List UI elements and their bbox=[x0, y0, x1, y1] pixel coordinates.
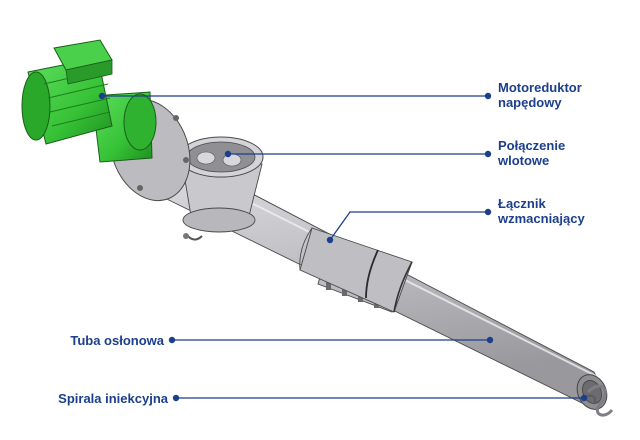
leader-connector bbox=[326, 208, 492, 244]
leader-inlet bbox=[224, 150, 492, 158]
leader-tube bbox=[168, 336, 494, 344]
drive-gear-motor bbox=[21, 39, 191, 202]
label-inlet-line1: Połączenie bbox=[498, 138, 565, 153]
label-motor-line1: Motoreduktor bbox=[498, 80, 582, 95]
leader-spiral bbox=[172, 394, 588, 402]
label-spiral: Spirala iniekcyjna bbox=[58, 391, 169, 406]
label-inlet-line2: wlotowe bbox=[497, 153, 549, 168]
label-tube: Tuba osłonowa bbox=[70, 333, 164, 348]
inlet-connection bbox=[178, 136, 264, 241]
label-motor-line2: napędowy bbox=[498, 95, 562, 110]
leader-motor bbox=[98, 92, 492, 100]
label-connector-line1: Łącznik bbox=[498, 196, 546, 211]
reinforcing-connector bbox=[299, 227, 413, 313]
label-connector-line2: wzmacniający bbox=[497, 211, 585, 226]
